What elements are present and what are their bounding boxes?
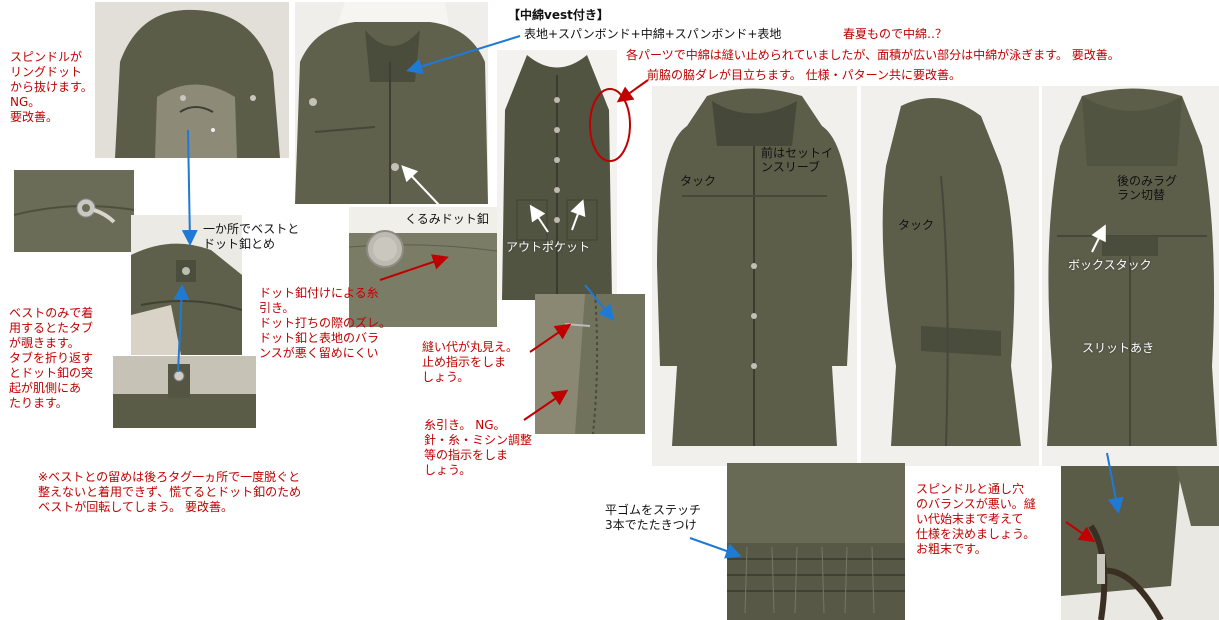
label-covered-button: くるみドット釦 <box>405 212 489 226</box>
season-note: 春夏もので中綿‥？ <box>843 27 948 41</box>
note-elastic: 平ゴムをステッチ 3本でたたきつけ <box>605 503 702 532</box>
vest-title: 【中綿vest付き】 <box>508 8 609 22</box>
coat-side-photo <box>861 86 1039 466</box>
seam-photo <box>535 294 645 434</box>
tab-photo <box>113 356 256 428</box>
coat-front-photo <box>652 86 857 466</box>
hem-spindle-photo <box>1061 466 1219 620</box>
label-tuck-front: タック <box>680 174 717 188</box>
label-out-pocket: アウトポケット <box>506 240 591 254</box>
footnote: ※ベストとの留めは後ろタグ一ヵ所で一度脱ぐと 整えないと着用できず、慌てるとドッ… <box>38 470 302 514</box>
note-spindle-ring: スピンドルが リングドット から抜けます。 NG。 要改善。 <box>10 50 93 124</box>
ringdot-photo <box>14 170 134 252</box>
label-raglan: 後のみラグ ラン切替 <box>1117 174 1178 202</box>
note-vest-only: ベストのみで着 用するとたタブ が覗きます。 タブを折り返す とドット釦の突 起… <box>9 306 94 410</box>
note-seam-allowance: 縫い代が丸見え。 止め指示をしま しょう。 <box>422 340 519 384</box>
note-one-point: 一か所でベストと ドット釦とめ <box>203 222 300 251</box>
padding-note: 各パーツで中綿は縫い止められていましたが、面積が広い部分は中綿が泳ぎます。 要改… <box>626 48 1120 62</box>
arrow-side-droop <box>616 79 649 103</box>
note-thread-pull: 糸引き。 NG。 針・糸・ミシン調整 等の指示をしま しょう。 <box>424 418 533 477</box>
label-slit: スリットあき <box>1082 341 1155 355</box>
note-dot-button: ドット釦付けによる糸 引き。 ドット打ちの際のズレ。 ドット釦と表地のバラ ンス… <box>259 286 392 360</box>
layers-text: 表地+スパンボンド+中綿+スパンボンド+表地 <box>524 27 782 41</box>
jacket-neck-photo <box>295 2 488 204</box>
vest-photo <box>497 50 617 300</box>
label-box-tuck: ボックスタック <box>1068 258 1152 272</box>
label-tuck-side: タック <box>898 218 935 232</box>
side-note: 前脇の脇ダレが目立ちます。 仕様・パターン共に要改善。 <box>647 68 962 82</box>
note-spindle-hole: スピンドルと通し穴 のバランスが悪い。縫 い代始末まで考えて 仕様を決めましょう… <box>916 482 1036 556</box>
label-set-in: 前はセットイ ンスリーブ <box>761 146 834 174</box>
cuff-photo <box>727 463 905 620</box>
hood-photo <box>95 2 289 158</box>
coat-back-photo <box>1042 86 1219 466</box>
